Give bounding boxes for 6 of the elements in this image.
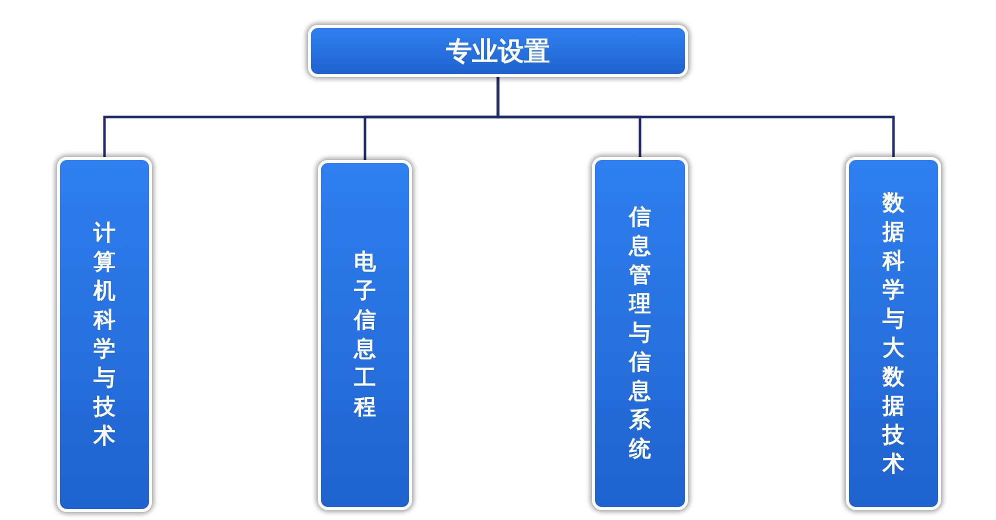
category-box: 信息管理与信息系统 [592,157,688,510]
connector-line [496,77,895,157]
category-box: 电子信息工程 [318,160,412,510]
title-box: 专业设置 [308,25,688,77]
category-box: 数据科学与大数据技术 [846,157,941,510]
category-box: 计算机科学与技术 [57,157,152,512]
